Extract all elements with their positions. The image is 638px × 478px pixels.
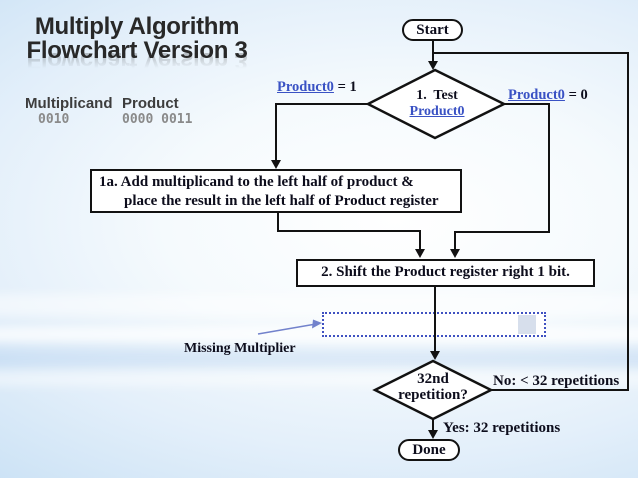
no-branch-label: No: < 32 repetitions (493, 373, 620, 389)
branch-left-link: Product0 (277, 79, 334, 95)
done-node: Done (398, 439, 460, 461)
branch-right-label: Product0 = 0 (508, 87, 588, 104)
decision2-line1: 32nd (417, 371, 449, 387)
slide-title: Multiply Algorithm Flowchart Version 3 (6, 15, 268, 63)
decision1-product0-link: Product0 (409, 104, 465, 119)
product-value: 0000 0011 (122, 112, 193, 127)
slide-title-line2: Flowchart Version 3 (26, 37, 248, 64)
box1a-line2: place the result in the left half of Pro… (124, 193, 439, 209)
slide-title-line1: Multiply Algorithm (34, 13, 240, 40)
register-labels: Multiplicand Product (25, 95, 179, 112)
process-box-1a: 1a. Add multiplicand to the left half of… (90, 169, 462, 213)
process-box-2: 2. Shift the Product register right 1 bi… (296, 259, 595, 287)
branch-left-label: Product0 = 1 (277, 79, 357, 96)
background-wave (0, 349, 638, 367)
branch-right-rest: = 0 (564, 87, 588, 103)
missing-multiplier-placeholder[interactable] (322, 312, 546, 337)
yes-branch-label: Yes: 32 repetitions (443, 420, 561, 436)
decision1-line1: 1. Test (416, 88, 458, 103)
missing-multiplier-note: Missing Multiplier (184, 341, 296, 356)
decision1-text: 1. Test Product0 (378, 88, 496, 120)
branch-left-rest: = 1 (333, 79, 357, 95)
decision2-line2: repetition? (398, 387, 468, 403)
decision2-text: 32nd repetition? (376, 371, 490, 403)
done-label: Done (412, 442, 446, 458)
box1a-line1: 1a. Add multiplicand to the left half of… (99, 174, 414, 190)
product-label: Product (122, 95, 179, 112)
multiplicand-value: 0010 (38, 112, 70, 127)
placeholder-highlight-patch (518, 315, 536, 334)
start-label: Start (416, 22, 449, 38)
box2-label: 2. Shift the Product register right 1 bi… (321, 264, 570, 280)
start-node: Start (402, 19, 463, 41)
multiplicand-label: Multiplicand (25, 95, 113, 112)
register-values: 0010 0000 0011 (25, 112, 192, 127)
branch-right-link: Product0 (508, 87, 565, 103)
